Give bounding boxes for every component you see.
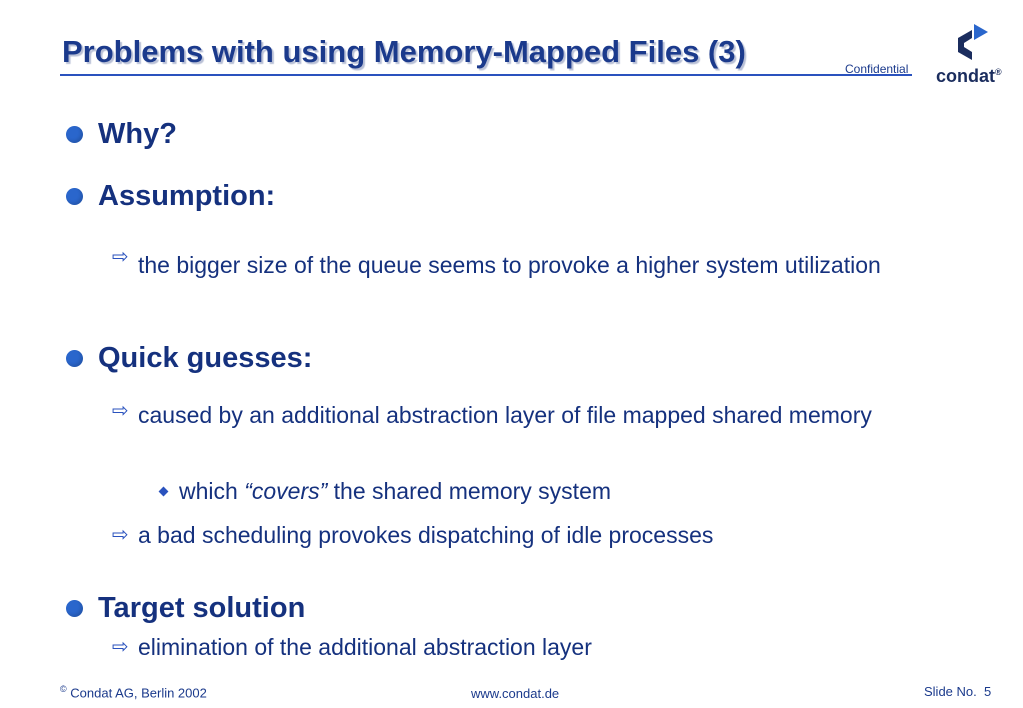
footer-company: Condat AG, Berlin 2002 — [70, 685, 207, 701]
copyright-icon: © — [60, 684, 67, 694]
bullet-why-text: Why? — [98, 118, 177, 150]
sub-bullet-assumption-text: the bigger size of the queue seems to pr… — [138, 252, 881, 278]
sub-bullet-abstraction-layer-text: caused by an additional abstraction laye… — [138, 402, 872, 428]
title-underline — [60, 74, 912, 76]
bullet-dot-icon — [66, 188, 83, 205]
bullet-quick-guesses: Quick guesses: — [66, 342, 312, 375]
condat-logo: condat® — [934, 22, 1004, 92]
bullet-quick-guesses-text: Quick guesses: — [98, 342, 313, 374]
arrow-right-icon: ⇨ — [112, 400, 129, 422]
bullet-dot-icon — [66, 126, 83, 143]
sub-bullet-elimination-text: elimination of the additional abstractio… — [138, 634, 592, 660]
confidential-label: Confidential — [845, 62, 909, 76]
bullet-target-solution: Target solution — [66, 592, 305, 625]
diamond-bullet-icon — [158, 486, 169, 497]
arrow-right-icon: ⇨ — [112, 524, 129, 546]
footer-copyright: © Condat AG, Berlin 2002 — [60, 684, 207, 700]
sub-bullet-abstraction-layer: ⇨ caused by an additional abstraction la… — [112, 396, 912, 434]
sub-sub-bullet-covers: which “covers” the shared memory system — [158, 478, 612, 505]
bullet-assumption-text: Assumption: — [98, 180, 276, 212]
arrow-right-icon: ⇨ — [112, 246, 129, 268]
footer-website[interactable]: www.condat.de — [471, 686, 560, 701]
sub-bullet-elimination: ⇨ elimination of the additional abstract… — [112, 634, 912, 661]
footer-slide-value: 5 — [983, 684, 992, 699]
sub-bullet-scheduling: ⇨ a bad scheduling provokes dispatching … — [112, 522, 912, 549]
sub-bullet-assumption: ⇨ the bigger size of the queue seems to … — [112, 242, 912, 289]
bullet-why: Why? — [66, 118, 177, 151]
bullet-dot-icon — [66, 350, 83, 367]
condat-logo-icon — [958, 24, 988, 60]
sub-sub-bullet-covers-text: which “covers” the shared memory system — [179, 478, 612, 504]
bullet-dot-icon — [66, 600, 83, 617]
arrow-right-icon: ⇨ — [112, 636, 129, 658]
slide-title: Problems with using Memory-Mapped Files … — [62, 34, 746, 69]
bullet-assumption: Assumption: — [66, 180, 275, 213]
bullet-target-solution-text: Target solution — [98, 592, 306, 624]
sub-bullet-scheduling-text: a bad scheduling provokes dispatching of… — [138, 522, 714, 548]
condat-logo-text: condat® — [936, 66, 1002, 86]
footer-slide-label: Slide No. — [924, 684, 977, 699]
footer-slide-number: Slide No. 5 — [924, 684, 991, 699]
